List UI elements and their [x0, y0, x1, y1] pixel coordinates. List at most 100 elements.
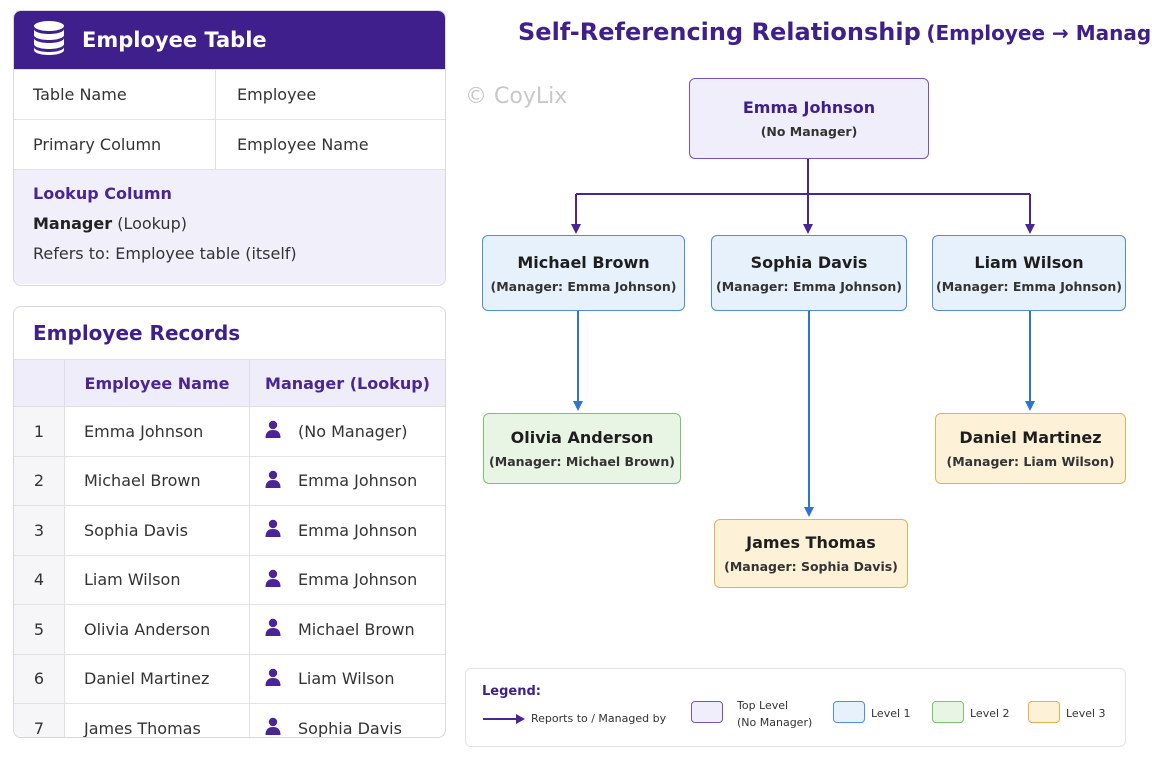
node-manager: (No Manager)	[760, 124, 858, 139]
legend-arrow-icon	[483, 714, 525, 724]
row-index: 5	[14, 604, 65, 655]
lookup-field-type: (Lookup)	[112, 214, 187, 233]
person-icon	[265, 668, 298, 690]
manager-cell: Emma Johnson	[249, 505, 445, 556]
primary-column-value: Employee Name	[237, 135, 369, 154]
node-name: James Thomas	[746, 533, 876, 552]
legend-top-level-note: (No Manager)	[737, 716, 813, 729]
row-index: 6	[14, 654, 65, 704]
lookup-field: Manager (Lookup)	[33, 214, 426, 233]
employee-records-card: Employee Records Employee Name Manager (…	[13, 306, 446, 738]
primary-column-row: Primary Column Employee Name	[14, 119, 445, 169]
manager-name: (No Manager)	[298, 421, 408, 441]
legend: Legend: Reports to / Managed by Top Leve…	[465, 668, 1126, 747]
manager-name: Sophia Davis	[298, 718, 402, 738]
row-index: 7	[14, 703, 65, 737]
person-icon	[265, 717, 298, 737]
person-icon	[265, 618, 298, 640]
employee-name-cell: Sophia Davis	[64, 505, 250, 556]
manager-cell: (No Manager)	[249, 406, 445, 457]
employee-table-card: Employee Table Table Name Employee Prima…	[13, 10, 446, 286]
table-name-row: Table Name Employee	[14, 69, 445, 119]
node-name: Olivia Anderson	[510, 428, 654, 447]
person-icon	[265, 519, 298, 541]
legend-swatch-top-level	[691, 701, 723, 723]
employee-name-cell: James Thomas	[64, 703, 250, 737]
diagram-title-main: Self-Referencing Relationship	[518, 18, 921, 46]
legend-top-level-label: Top Level	[737, 699, 789, 712]
node-michael-brown: Michael Brown (Manager: Emma Johnson)	[482, 235, 685, 311]
row-index: 3	[14, 505, 65, 556]
column-header-manager: Manager (Lookup)	[249, 360, 445, 407]
lookup-column-heading: Lookup Column	[33, 184, 172, 203]
legend-swatch-level3	[1028, 701, 1060, 723]
watermark: © CoyLix	[465, 84, 568, 109]
node-daniel-martinez: Daniel Martinez (Manager: Liam Wilson)	[935, 413, 1126, 484]
employee-name-cell: Michael Brown	[64, 456, 250, 506]
node-name: Liam Wilson	[974, 252, 1084, 272]
manager-name: Emma Johnson	[298, 570, 418, 590]
lookup-column-section: Lookup Column Manager (Lookup) Refers to…	[14, 169, 445, 284]
table-header-row: Employee Name Manager (Lookup)	[14, 360, 445, 407]
manager-cell: Sophia Davis	[250, 704, 446, 738]
row-index: 1	[14, 406, 65, 457]
node-name: Michael Brown	[517, 252, 650, 272]
database-icon	[32, 20, 66, 60]
node-james-thomas: James Thomas (Manager: Sophia Davis)	[714, 519, 908, 588]
node-name: Daniel Martinez	[959, 428, 1102, 447]
employee-records-title: Employee Records	[14, 307, 445, 360]
employee-name-cell: Olivia Anderson	[64, 604, 250, 655]
manager-cell: Emma Johnson	[249, 456, 445, 506]
table-name-value: Employee	[237, 85, 317, 104]
connector-emma-to-level1	[571, 159, 1035, 234]
lookup-refers-to: Refers to: Employee table (itself)	[33, 244, 297, 263]
manager-name: Michael Brown	[298, 619, 415, 639]
node-manager: (Manager: Emma Johnson)	[716, 278, 902, 294]
table-name-label: Table Name	[14, 70, 216, 119]
column-header-employee-name: Employee Name	[64, 360, 250, 407]
legend-swatch-level2	[932, 701, 964, 723]
legend-level1-label: Level 1	[871, 707, 911, 720]
person-icon	[265, 470, 298, 492]
diagram-title: Self-Referencing Relationship (Employee …	[518, 18, 1152, 46]
diagram-title-sub: (Employee → Manager)	[926, 21, 1152, 45]
manager-cell: Michael Brown	[249, 604, 445, 655]
manager-name: Emma Johnson	[298, 471, 418, 491]
node-name: Emma Johnson	[742, 98, 876, 117]
person-icon	[265, 420, 298, 442]
node-sophia-davis: Sophia Davis (Manager: Emma Johnson)	[711, 235, 907, 311]
column-header-index	[14, 360, 65, 407]
node-olivia-anderson: Olivia Anderson (Manager: Michael Brown)	[483, 413, 681, 484]
employee-table-title: Employee Table	[82, 28, 267, 52]
node-emma-johnson: Emma Johnson (No Manager)	[689, 78, 929, 159]
node-manager: (Manager: Emma Johnson)	[936, 278, 1122, 294]
lookup-field-name: Manager	[33, 214, 113, 233]
legend-arrow-label: Reports to / Managed by	[531, 712, 667, 725]
row-index: 4	[14, 555, 65, 605]
manager-name: Emma Johnson	[298, 520, 418, 540]
manager-name: Liam Wilson	[298, 669, 395, 689]
node-manager: (Manager: Michael Brown)	[489, 454, 675, 469]
manager-cell: Emma Johnson	[249, 555, 445, 605]
legend-swatch-level1	[833, 701, 865, 723]
node-manager: (Manager: Emma Johnson)	[490, 278, 677, 294]
employee-name-cell: Liam Wilson	[64, 555, 250, 605]
legend-title: Legend:	[482, 684, 541, 699]
employee-name-cell: Daniel Martinez	[64, 654, 250, 704]
employee-table-header: Employee Table	[14, 11, 445, 69]
manager-cell: Liam Wilson	[249, 654, 445, 704]
person-icon	[265, 569, 298, 591]
node-liam-wilson: Liam Wilson (Manager: Emma Johnson)	[932, 235, 1126, 311]
legend-level3-label: Level 3	[1066, 707, 1106, 720]
row-index: 2	[14, 456, 65, 506]
node-name: Sophia Davis	[750, 252, 868, 272]
